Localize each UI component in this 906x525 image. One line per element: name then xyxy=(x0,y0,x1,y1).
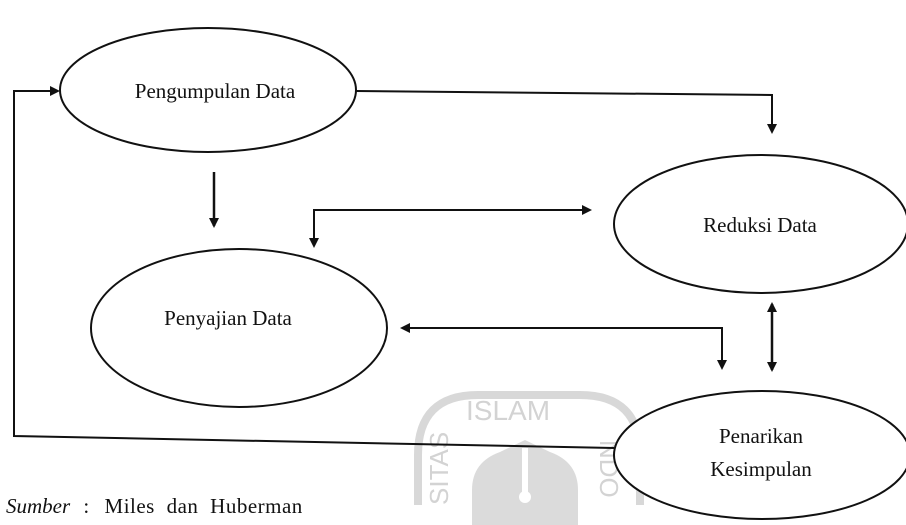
watermark-emblem-bar xyxy=(522,448,528,496)
watermark-left-text: SITAS xyxy=(424,432,454,505)
source-separator: : xyxy=(83,494,90,518)
edge-penarikan-penyajian xyxy=(400,323,727,370)
edge-penyajian-reduksi xyxy=(309,205,592,248)
node-penyajian-data: Penyajian Data xyxy=(90,248,388,408)
node-penarikan-label-line1: Penarikan xyxy=(719,424,803,448)
edge-penarikan-to-pengumpulan xyxy=(13,86,615,449)
node-penyajian-label: Penyajian Data xyxy=(164,306,292,330)
watermark-seal: ISLAM SITAS NDO xyxy=(414,391,644,525)
node-pengumpulan-label: Pengumpulan Data xyxy=(135,79,296,103)
source-value: Miles dan Huberman xyxy=(104,494,303,518)
node-penarikan-label-line2: Kesimpulan xyxy=(710,457,812,481)
node-reduksi-label: Reduksi Data xyxy=(703,213,817,237)
source-citation: Sumber : Miles dan Huberman xyxy=(6,494,303,519)
node-penarikan-kesimpulan: Penarikan Kesimpulan xyxy=(613,390,906,520)
node-reduksi-data: Reduksi Data xyxy=(613,154,906,294)
watermark-top-text: ISLAM xyxy=(466,395,550,426)
edge-pengumpulan-to-reduksi xyxy=(355,90,777,134)
source-label: Sumber xyxy=(6,494,71,518)
node-pengumpulan-data: Pengumpulan Data xyxy=(59,27,357,153)
